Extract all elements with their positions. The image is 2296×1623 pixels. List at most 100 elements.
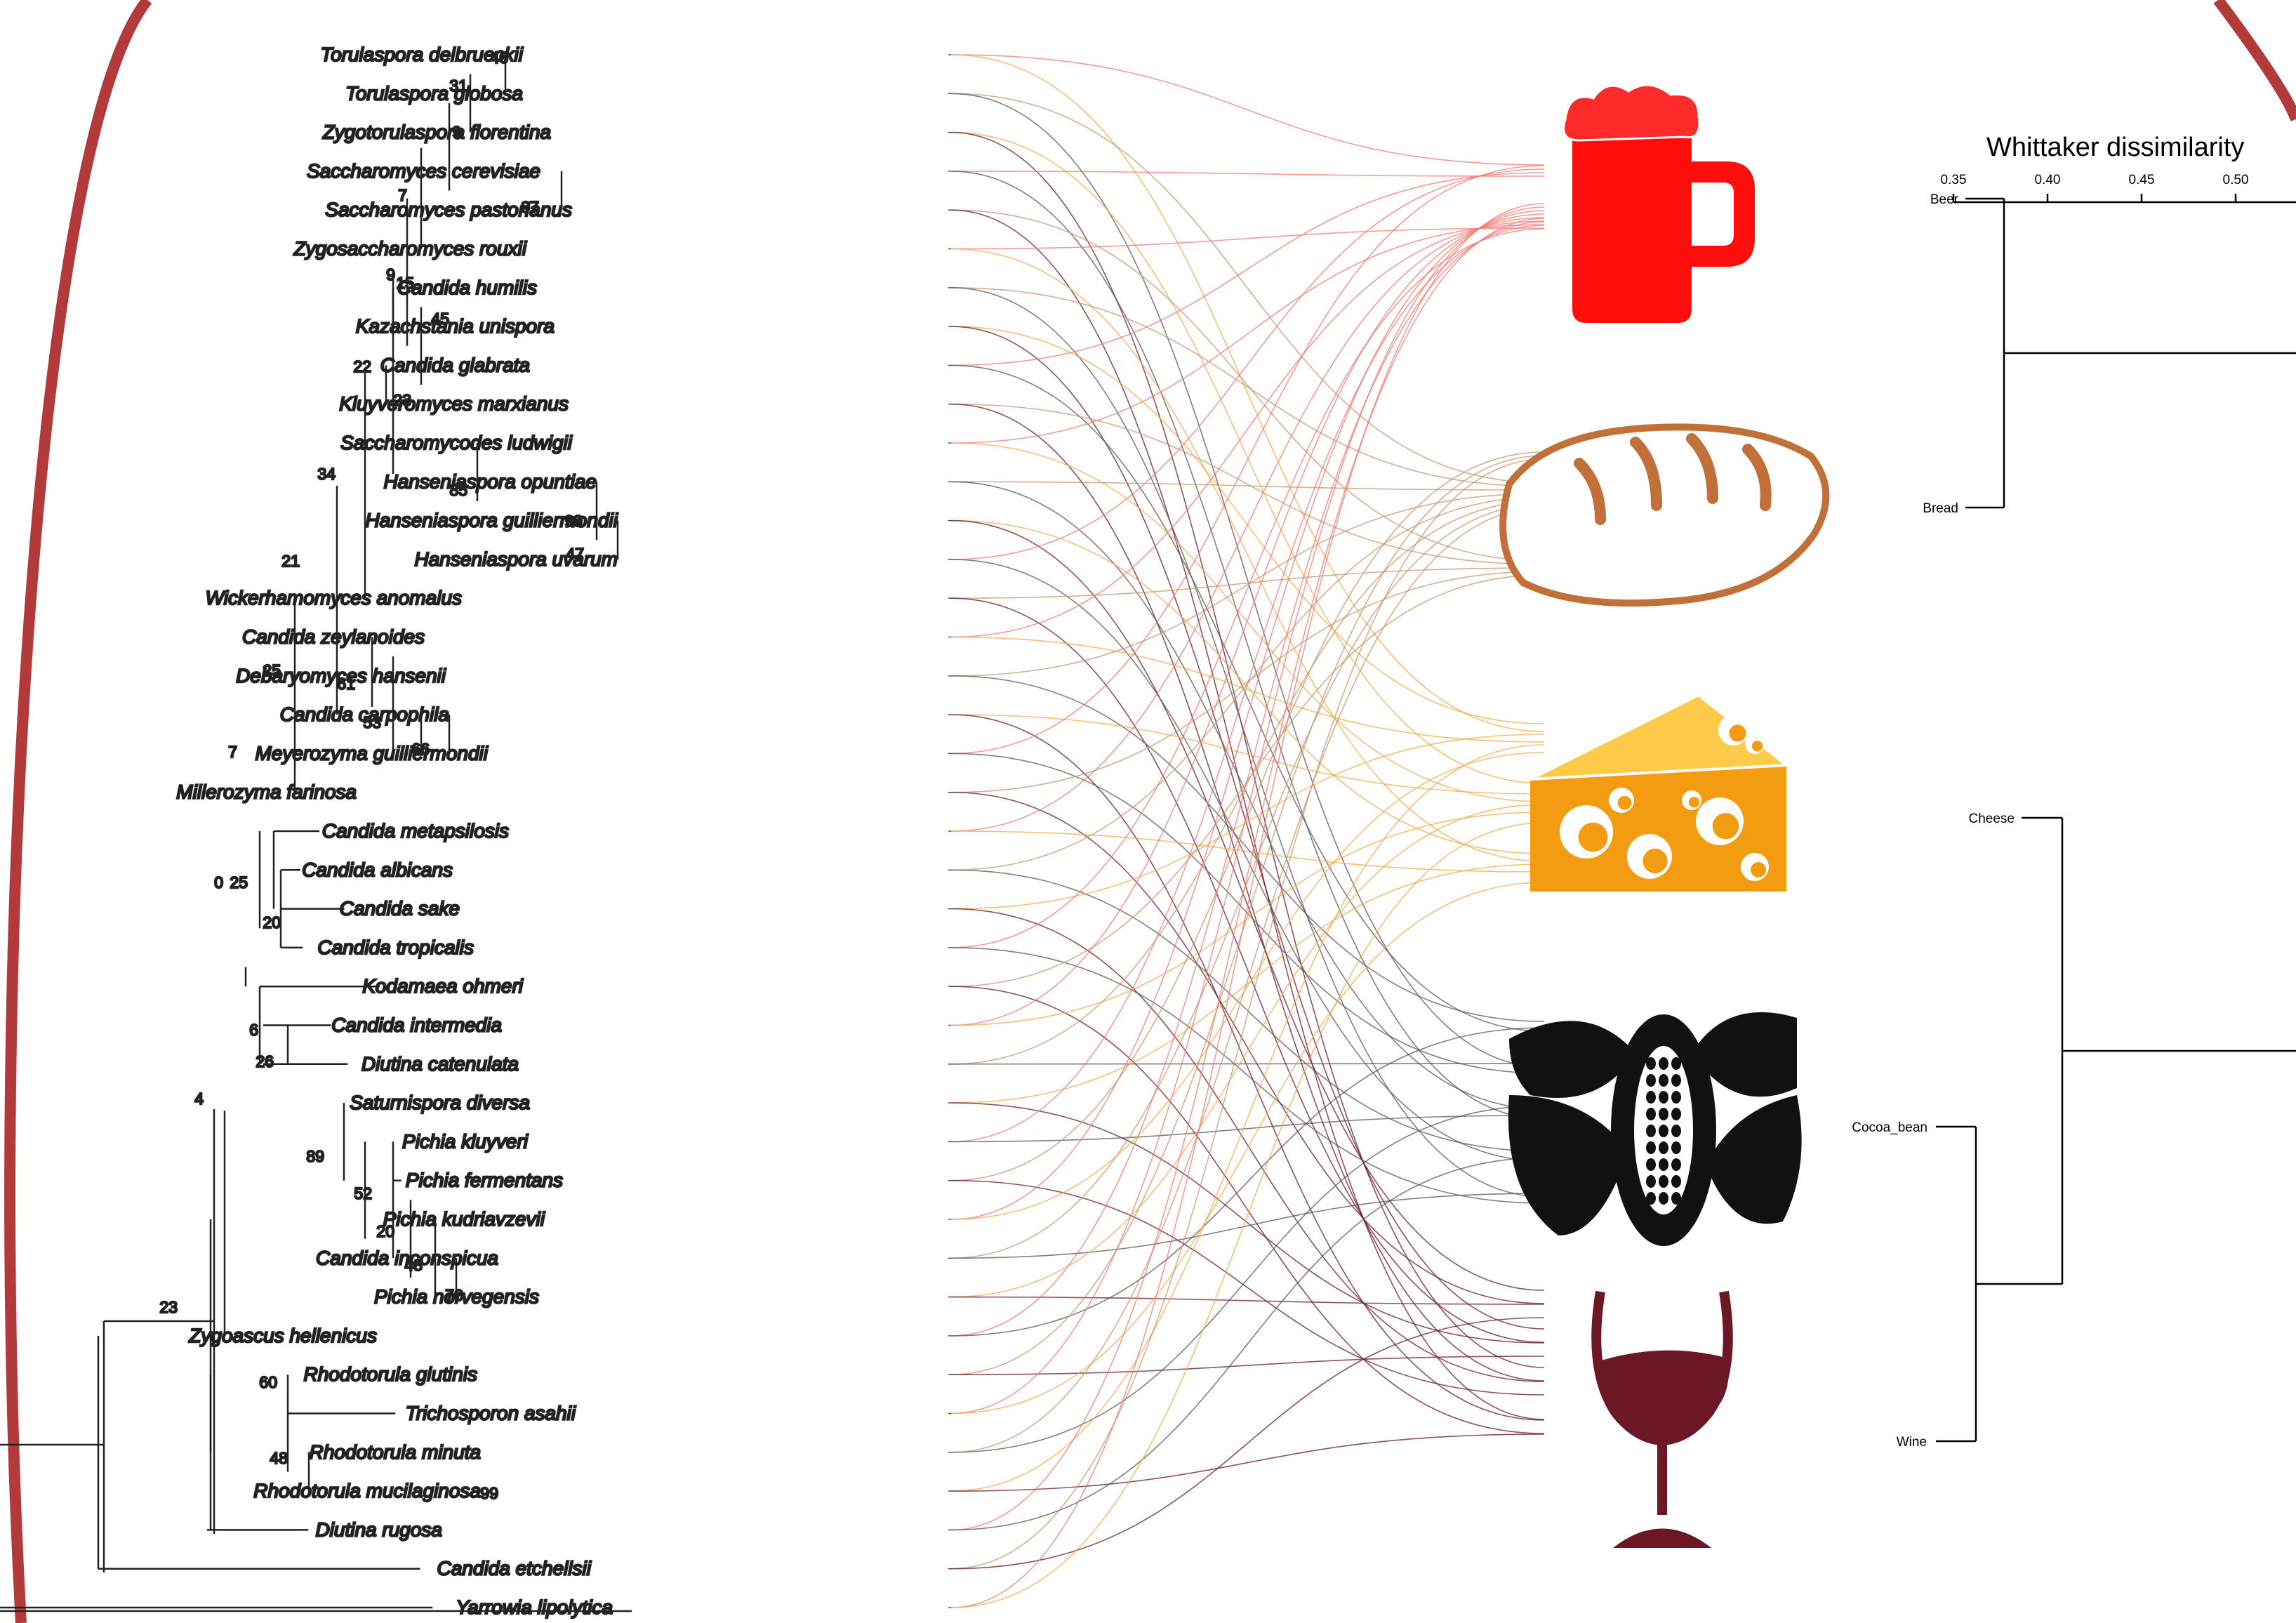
taxon-label: Candida carpophila <box>280 703 449 725</box>
axis-tick-label: 0.45 <box>2129 173 2155 187</box>
bread-icon <box>1499 423 1830 607</box>
bootstrap-value: 21 <box>281 552 300 570</box>
association-link <box>950 165 1545 755</box>
cocoa-bean <box>1659 1057 1668 1070</box>
dendrogram-leaf-label: Beer <box>1930 192 1959 207</box>
bootstrap-value: 20 <box>376 1222 394 1240</box>
association-link <box>950 54 1545 166</box>
cocoa-leaf <box>1692 1012 1797 1097</box>
association-link <box>950 882 1545 1415</box>
association-link <box>950 54 1545 732</box>
food-icons <box>1499 84 1830 1548</box>
taxon-label: Wickerhamomyces anomalus <box>206 587 462 609</box>
cocoa-bean <box>1671 1091 1681 1104</box>
taxon-label: Rhodotorula minuta <box>310 1441 481 1463</box>
cheese-hole-inner <box>1729 724 1746 742</box>
cocoa-bean <box>1646 1091 1656 1104</box>
association-link <box>950 559 1545 1162</box>
cocoa-bean <box>1646 1108 1656 1120</box>
association-link <box>950 203 1545 1608</box>
association-link <box>950 597 1545 1343</box>
association-link <box>950 507 1545 1453</box>
association-link <box>950 1317 1545 1570</box>
association-link <box>950 287 1545 487</box>
association-link <box>950 248 1545 862</box>
cocoa-leaf <box>1509 1021 1635 1098</box>
bootstrap-value: 4 <box>194 1089 204 1108</box>
taxon-label: Yarrowia lipolytica <box>456 1596 613 1618</box>
taxon-label: Pichia fermentans <box>406 1170 563 1191</box>
association-link <box>950 1115 1545 1143</box>
taxon-label: Kodamaea ohmeri <box>362 975 524 997</box>
cocoa-bean <box>1659 1192 1668 1205</box>
association-link <box>950 986 1545 1434</box>
cocoa-bean <box>1671 1108 1681 1120</box>
axis-tick-label: 0.35 <box>1941 173 1967 187</box>
bootstrap-value: 20 <box>263 913 281 932</box>
association-link <box>950 172 1545 366</box>
taxon-label: Diutina rugosa <box>315 1518 442 1540</box>
beer-mug-handle <box>1692 161 1755 267</box>
bootstrap-value: 25 <box>230 873 248 892</box>
association-link <box>950 714 1545 795</box>
frame-border <box>4 0 152 1623</box>
association-link <box>950 791 1545 1304</box>
association-link <box>950 1102 1545 1344</box>
taxon-label: Saccharomyces pastorianus <box>325 199 572 220</box>
cheese-hole-inner <box>1751 862 1766 877</box>
axis-tick-label: 0.50 <box>2223 173 2249 187</box>
cocoa-bean <box>1646 1192 1656 1205</box>
bootstrap-value: 60 <box>259 1373 277 1391</box>
cocoa-pod-icon <box>1508 1012 1802 1246</box>
taxon-label: Candida glabrata <box>380 354 530 376</box>
bootstrap-value: 70 <box>445 1286 463 1304</box>
association-link <box>950 287 1545 1198</box>
cocoa-bean <box>1646 1125 1656 1137</box>
association-link <box>950 171 1545 1120</box>
taxon-label: Diutina catenulata <box>361 1053 519 1075</box>
association-link <box>950 131 1545 1368</box>
bootstrap-value: 7 <box>228 743 237 761</box>
taxon-label: Rhodotorula mucilaginosa <box>253 1480 481 1502</box>
association-link <box>950 1027 1545 1337</box>
association-link <box>950 1105 1545 1453</box>
bootstrap-value: 89 <box>306 1147 324 1165</box>
bootstrap-value: 47 <box>566 545 584 563</box>
cocoa-bean <box>1671 1057 1681 1070</box>
cheese-hole-inner <box>1688 797 1700 808</box>
wine-glass-stem <box>1657 1438 1667 1515</box>
bootstrap-value: 66 <box>411 740 430 758</box>
association-link <box>950 734 1545 910</box>
association-link <box>950 451 1545 1181</box>
dendrogram-leaf-label: Wine <box>1897 1435 1927 1450</box>
association-link <box>950 804 1545 1298</box>
taxon-label: Hanseniaspora opuntiae <box>383 470 597 492</box>
axis-tick-label: 0.40 <box>2035 173 2061 187</box>
association-link <box>950 458 1545 1570</box>
beer-foam <box>1562 84 1701 142</box>
association-link <box>950 493 1545 677</box>
cocoa-bean <box>1671 1175 1681 1188</box>
association-link <box>950 218 1545 1531</box>
association-links <box>948 54 1545 1608</box>
association-link <box>950 217 1545 832</box>
association-link <box>950 744 1545 1492</box>
association-link <box>950 225 1545 1143</box>
association-link <box>950 500 1545 1065</box>
association-link <box>950 503 1545 1259</box>
association-link <box>950 822 1545 1608</box>
cocoa-bean <box>1659 1141 1668 1154</box>
cocoa-bean <box>1646 1158 1656 1171</box>
bootstrap-value: 6 <box>249 1021 258 1039</box>
cheese-hole-inner <box>1617 795 1632 810</box>
association-link <box>950 1193 1545 1259</box>
wine-glass-icon <box>1591 1290 1733 1548</box>
bootstrap-value: 23 <box>393 391 411 409</box>
taxon-label: Debaryomyces hansenii <box>236 665 446 687</box>
cheese-hole-inner <box>1643 848 1668 873</box>
association-link <box>950 403 1545 565</box>
association-link <box>950 830 1545 873</box>
